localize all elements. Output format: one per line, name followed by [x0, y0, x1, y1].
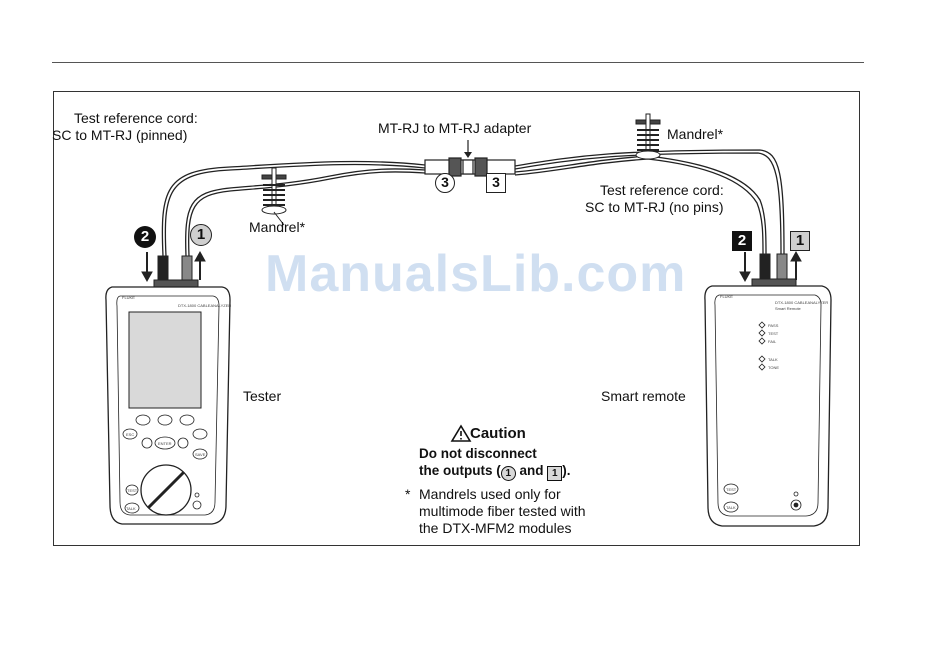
watermark: ManualsLib.com: [265, 245, 687, 303]
top-rule: [52, 62, 864, 63]
tester-key-save[interactable]: SAVE: [195, 452, 206, 457]
marker-adapter-left: 3: [435, 173, 455, 193]
marker-tester-out: 1: [190, 224, 212, 246]
cord-left-line1: Test reference cord:: [74, 110, 198, 126]
tester-device: [105, 286, 231, 525]
mandrel-right: [635, 113, 661, 160]
caution-body: Do not disconnect the outputs (1 and 1).: [419, 445, 571, 481]
marker-adapter-right: 3: [486, 173, 506, 193]
cord-right-label: Test reference cord: SC to MT-RJ (no pin…: [585, 182, 724, 216]
mtrj-adapter: [424, 157, 516, 177]
smart-remote-device: [704, 285, 832, 527]
led-pass-label: PASS: [768, 323, 779, 328]
remote-model: DTX-1800 CABLEANALYZER: [775, 300, 828, 305]
note-line1: Mandrels used only for: [419, 486, 561, 502]
smart-remote-label: Smart remote: [601, 388, 686, 404]
remote-connectors: [751, 253, 797, 288]
cord-right-line1: Test reference cord:: [600, 182, 724, 198]
mandrel-left-pointer: [273, 211, 285, 226]
adapter-label: MT-RJ to MT-RJ adapter: [378, 120, 532, 136]
led-test-label: TEST: [768, 331, 779, 336]
caution-line1: Do not disconnect: [419, 446, 537, 461]
fiber-right-outer-b: [514, 152, 782, 255]
caution-ref-square: 1: [547, 466, 563, 481]
fiber-right-inner-b: [514, 158, 764, 255]
caution-line2-and: and: [519, 463, 544, 478]
remote-brand: FLUKE: [720, 294, 733, 299]
mandrel-right-label: Mandrel*: [667, 126, 724, 142]
caution-line2-suffix: ).: [562, 463, 571, 478]
note-line3: the DTX-MFM2 modules: [419, 520, 572, 536]
led-fail-label: FAIL: [768, 339, 777, 344]
mandrel-left: [261, 167, 287, 215]
remote-key-talk[interactable]: TALK: [726, 505, 736, 510]
note-asterisk: *: [405, 486, 411, 502]
caution-line2: the outputs (1 and 1).: [419, 462, 571, 481]
cord-left-label: Test reference cord: SC to MT-RJ (pinned…: [52, 110, 198, 144]
tester-brand: FLUKE: [122, 295, 135, 300]
fiber-left-outer-b: [164, 163, 426, 257]
tester-arrows: [141, 250, 206, 283]
fiber-right-outer: [514, 149, 785, 255]
figure-frame: [53, 91, 860, 546]
remote-subtitle: Smart Remote: [775, 306, 802, 311]
caution-icon: [450, 424, 472, 442]
note-line2: multimode fiber tested with: [419, 503, 586, 519]
marker-tester-in: 2: [134, 226, 156, 248]
tester-key-esc[interactable]: ESC: [126, 432, 134, 437]
fiber-left-outer: [161, 160, 426, 257]
led-tone-label: TONE: [768, 365, 779, 370]
mandrel-left-label: Mandrel*: [249, 219, 306, 235]
fiber-right-inner: [514, 155, 767, 255]
fiber-left-inner-b: [188, 171, 426, 257]
tester-key-test[interactable]: TEST: [127, 488, 138, 493]
tester-key-talk[interactable]: TALK: [126, 506, 136, 511]
mandrel-note: * Mandrels used only for multimode fiber …: [405, 486, 586, 537]
caution-ref-circle: 1: [500, 466, 516, 481]
cord-left-line2: SC to MT-RJ (pinned): [52, 127, 188, 143]
tester-label: Tester: [243, 388, 282, 404]
tester-key-enter[interactable]: ENTER: [158, 441, 172, 446]
marker-remote-in: 2: [732, 231, 752, 251]
caution-title: Caution: [470, 425, 526, 442]
caution-line2-prefix: the outputs (: [419, 463, 501, 478]
marker-remote-out: 1: [790, 231, 810, 251]
tester-model: DTX-1800 CABLEANALYZER: [178, 303, 231, 308]
led-talk-label: TALK: [768, 357, 778, 362]
remote-key-test[interactable]: TEST: [726, 487, 737, 492]
tester-connectors: [153, 255, 199, 289]
cord-right-line2: SC to MT-RJ (no pins): [585, 199, 724, 215]
fiber-left-inner: [185, 168, 426, 257]
remote-arrows: [739, 250, 802, 283]
